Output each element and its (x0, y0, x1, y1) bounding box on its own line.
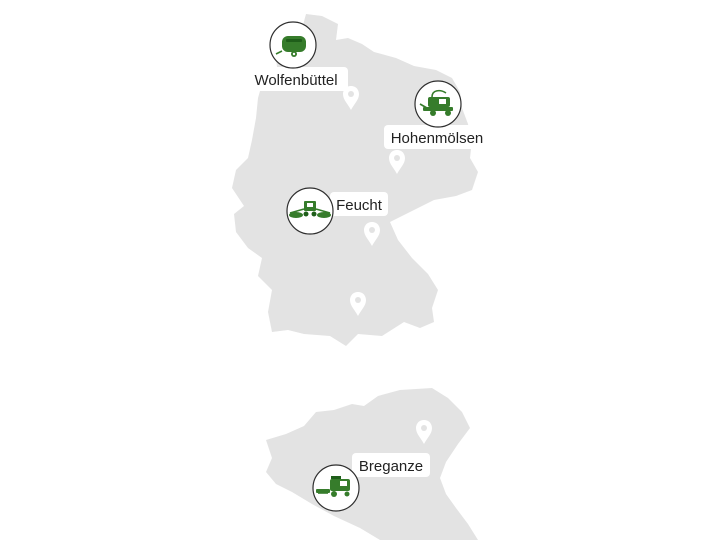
site-label-feucht: Feucht (336, 197, 383, 214)
map-pin-icon (364, 222, 380, 246)
map-pin-icon (350, 292, 366, 316)
map-pin-icon (343, 86, 359, 110)
round-baler-icon (275, 36, 306, 57)
map-pin-icon (416, 420, 432, 444)
site-label-hohenmoelsen: Hohenmölsen (391, 130, 484, 147)
rotary-rake-icon (289, 201, 331, 218)
site-hohenmoelsen[interactable]: Hohenmölsen (384, 80, 490, 149)
site-label-breganze: Breganze (359, 458, 423, 475)
site-feucht[interactable]: Feucht (286, 187, 388, 235)
site-breganze[interactable]: Breganze (312, 453, 430, 512)
site-label-wolfenbuettel: Wolfenbüttel (254, 72, 337, 89)
forage-harvester-icon (419, 89, 453, 116)
combine-harvester-icon (316, 476, 350, 497)
map-pin-icon (389, 150, 405, 174)
site-wolfenbuettel[interactable]: Wolfenbüttel (244, 21, 348, 91)
